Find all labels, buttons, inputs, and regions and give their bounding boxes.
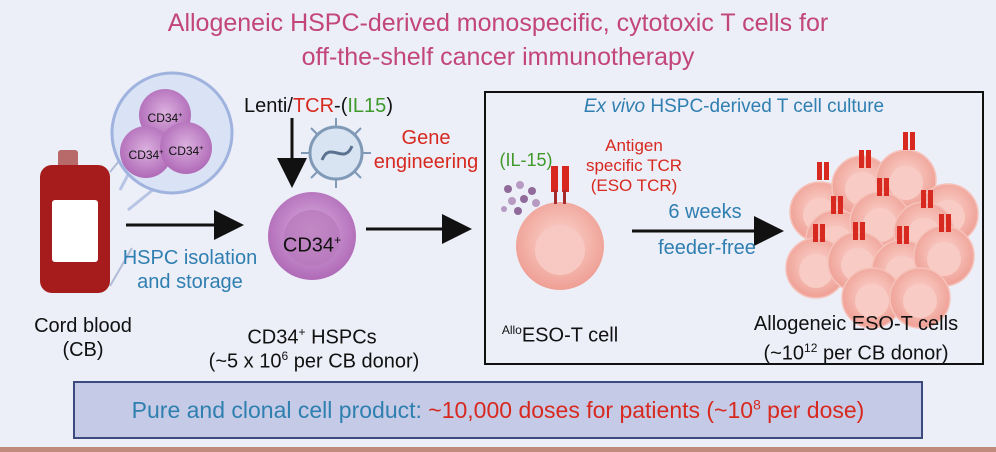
antigen-tcr-label-line-2: specific TCR bbox=[585, 156, 683, 175]
bubble-cd34-label-3: CD34+ bbox=[168, 143, 204, 158]
cluster-tcr-icon bbox=[853, 222, 865, 240]
blood-bag-icon bbox=[40, 149, 133, 293]
method-label: feeder-free bbox=[658, 237, 756, 259]
lentivirus-construct-label: Lenti/TCR-(IL15) bbox=[244, 95, 393, 117]
cluster-tcr-icon bbox=[859, 150, 871, 168]
cd34-magnified-bubble-icon bbox=[110, 71, 234, 212]
cluster-tcr-icon bbox=[939, 214, 951, 232]
title-line-2: off-the-shelf cancer immunotherapy bbox=[301, 43, 695, 71]
cluster-tcr-icon bbox=[897, 226, 909, 244]
gene-engineering-label-line-2: engineering bbox=[373, 151, 479, 173]
gene-engineering-label-line-1: Gene bbox=[401, 127, 451, 149]
cluster-tcr-icon bbox=[813, 224, 825, 242]
bottom-stripe bbox=[0, 447, 996, 452]
title-line-1: Allogeneic HSPC-derived monospecific, cy… bbox=[167, 9, 829, 37]
hspc-cell-icon bbox=[268, 192, 356, 280]
isolation-label-line-2: and storage bbox=[137, 271, 243, 293]
cluster-tcr-icon bbox=[921, 190, 933, 208]
eso-t-cell-cluster-icon bbox=[785, 132, 979, 329]
cord-blood-label: Cord blood bbox=[34, 315, 132, 337]
cluster-t-cell bbox=[841, 267, 903, 329]
antigen-tcr-label-line-1: Antigen bbox=[605, 136, 663, 155]
cluster-tcr-icon bbox=[903, 132, 915, 150]
hspc-cell-label: CD34+ bbox=[282, 233, 342, 257]
cluster-t-cell bbox=[889, 267, 951, 329]
antigen-tcr-label-line-3: (ESO TCR) bbox=[590, 176, 678, 195]
cluster-label-line-1: Allogeneic ESO-T cells bbox=[753, 313, 959, 335]
product-highlight: ~10,000 doses for patients (~108 per dos… bbox=[428, 396, 865, 423]
hspc-caption: CD34+ HSPCs bbox=[247, 325, 377, 349]
cord-blood-abbrev: (CB) bbox=[62, 339, 104, 361]
cluster-tcr-icon bbox=[877, 178, 889, 196]
single-eso-t-cell-label: AlloESO-T cell bbox=[501, 323, 619, 347]
bubble-cd34-label-2: CD34+ bbox=[128, 147, 164, 162]
il15-particles-icon bbox=[501, 181, 540, 215]
cluster-tcr-icon bbox=[831, 196, 843, 214]
cluster-label-line-2: (~1012 per CB donor) bbox=[763, 341, 949, 365]
culture-box bbox=[484, 91, 984, 365]
cluster-tcr-icon bbox=[817, 162, 829, 180]
culture-box-title: Ex vivo HSPC-derived T cell culture bbox=[583, 96, 885, 117]
hspc-count: (~5 x 106 per CB donor) bbox=[208, 349, 420, 373]
lentivirus-icon bbox=[301, 118, 371, 188]
isolation-label-line-1: HSPC isolation bbox=[122, 247, 258, 269]
product-prefix: Pure and clonal cell product: bbox=[131, 396, 429, 423]
eso-t-cell-icon bbox=[516, 166, 604, 290]
duration-label: 6 weeks bbox=[668, 201, 742, 223]
bubble-cd34-label-1: CD34+ bbox=[147, 110, 183, 125]
product-banner: Pure and clonal cell product: ~10,000 do… bbox=[73, 381, 923, 439]
il15-label: (IL-15) bbox=[499, 150, 553, 170]
